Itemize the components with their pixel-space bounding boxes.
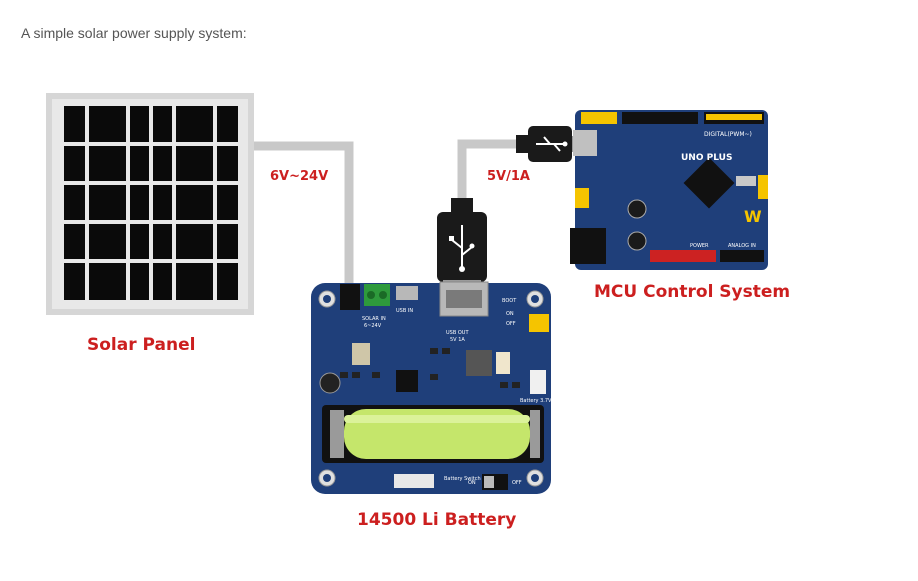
- mcu-caption: MCU Control System: [594, 282, 791, 302]
- power-board: SOLAR IN 6~24V USB IN USB OUT 5V 1A BOOT…: [311, 281, 552, 494]
- mcu-label-power: POWER: [690, 243, 709, 249]
- board-label-switch-on: ON: [468, 480, 476, 486]
- board-label-solar-range: 6~24V: [364, 323, 382, 329]
- intro-text: A simple solar power supply system:: [21, 25, 247, 41]
- solar-panel: [46, 93, 254, 315]
- board-label-battery: Battery 3.7V: [520, 398, 552, 404]
- solar-cable: [252, 141, 354, 290]
- board-label-usb-in: USB IN: [396, 308, 413, 314]
- board-label-boot: BOOT: [502, 298, 517, 304]
- board-label-switch-off: OFF: [512, 480, 522, 486]
- board-label-battery-switch: Battery Switch: [444, 476, 481, 482]
- mcu-label-analog-in: ANALOG IN: [728, 243, 756, 249]
- waveshare-logo-icon: W: [744, 207, 762, 226]
- board-label-usb-out-rating: 5V 1A: [450, 337, 465, 343]
- board-label-on: ON: [506, 311, 514, 317]
- battery-caption: 14500 Li Battery: [357, 510, 517, 530]
- board-label-solar-in: SOLAR IN: [362, 316, 386, 322]
- board-label-usb-out: USB OUT: [446, 330, 469, 336]
- mcu-label-digital: DIGITAL(PWM~): [704, 131, 752, 138]
- mcu-label-model: UNO PLUS: [681, 153, 732, 163]
- usb-plug-horizontal: [516, 126, 582, 162]
- board-label-off: OFF: [506, 321, 516, 327]
- solar-input-voltage-label: 6V~24V: [270, 169, 329, 184]
- mcu-board: DIGITAL(PWM~) UNO PLUS POWER ANALOG IN W: [570, 110, 768, 270]
- usb-plug-vertical: [437, 198, 487, 290]
- solar-panel-caption: Solar Panel: [87, 335, 196, 355]
- usb-output-voltage-label: 5V/1A: [487, 169, 530, 184]
- usb-cable: [457, 139, 530, 215]
